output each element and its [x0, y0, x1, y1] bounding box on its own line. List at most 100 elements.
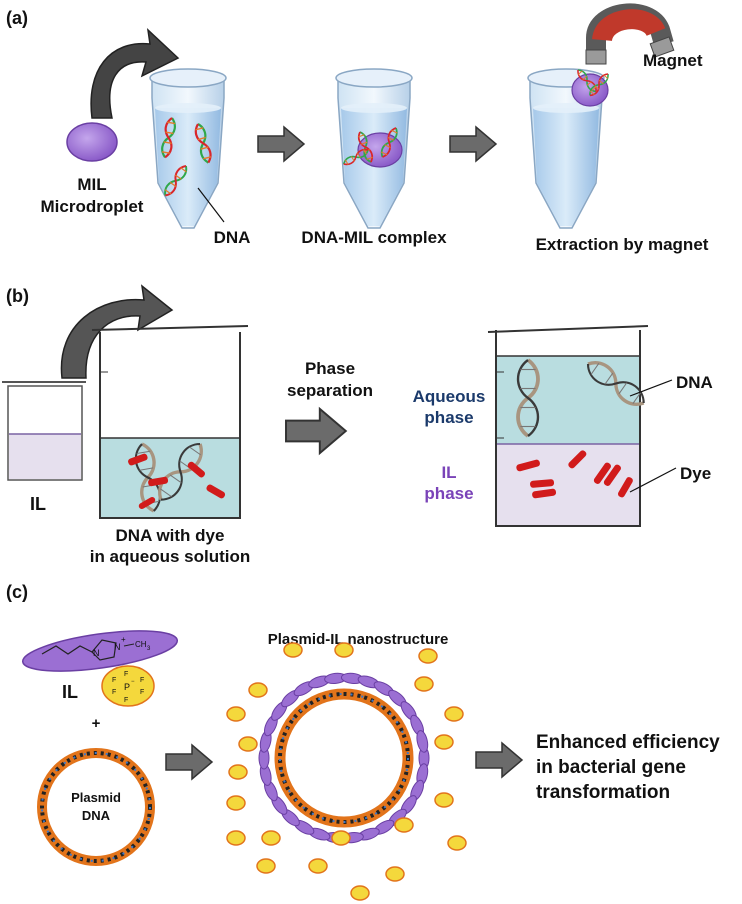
pf6-anion — [334, 642, 354, 658]
anion-f: F — [124, 697, 128, 704]
il-cation: N N + CH 3 — [21, 630, 179, 672]
separated-beaker — [487, 325, 651, 527]
anion-f: F — [140, 677, 144, 684]
phase-sep-line2: separation — [287, 381, 373, 400]
phase-sep-line1: Phase — [305, 359, 355, 378]
dye-label: Dye — [680, 464, 711, 483]
dye-molecule — [128, 453, 148, 466]
mix-label-line1: DNA with dye — [116, 526, 225, 545]
dna-pointer-line — [197, 187, 225, 223]
mix-beaker — [91, 325, 249, 519]
pf6-anion — [308, 858, 328, 874]
anion-f: F — [140, 689, 144, 696]
anion-f: F — [112, 677, 116, 684]
il-anion: P − F F F F F F — [101, 665, 155, 707]
tube-1 — [149, 68, 227, 229]
il-beaker — [2, 381, 86, 481]
panel-b: (b) IL DNA with dye in aqueous so — [2, 284, 713, 566]
curved-arrow-icon — [90, 28, 180, 119]
extraction-label: Extraction by magnet — [536, 235, 709, 254]
plasmid-label-line2: DNA — [82, 808, 111, 823]
mil-label-line2: Microdroplet — [41, 197, 144, 216]
cation-methyl-sub: 3 — [147, 646, 151, 652]
result-line2: in bacterial gene — [536, 757, 686, 778]
dye-molecule — [516, 459, 540, 472]
arrow-right-icon — [475, 742, 523, 778]
cation-charge: + — [121, 635, 126, 644]
panel-c: (c) N N + CH 3 P − F F F F F F IL + — [6, 582, 720, 901]
panel-b-label: (b) — [6, 286, 29, 306]
panel-c-label: (c) — [6, 582, 28, 602]
anion-f: F — [124, 671, 128, 678]
result-line3: transformation — [536, 782, 670, 803]
dna-label-a: DNA — [214, 228, 251, 247]
aqueous-label-line2: phase — [424, 408, 473, 427]
plasmid-label-line1: Plasmid — [71, 790, 121, 805]
pf6-anion — [226, 795, 246, 811]
arrow-right-icon — [165, 744, 213, 780]
dna-pointer-line — [629, 379, 673, 397]
il-phase-label-line1: IL — [441, 463, 456, 482]
il-cation-bound — [416, 730, 429, 753]
pf6-anion — [226, 830, 246, 846]
pf6-anion — [418, 648, 438, 664]
pf6-anion — [331, 830, 351, 846]
plus-sign: + — [92, 715, 101, 732]
anion-charge: − — [131, 679, 135, 685]
pf6-anion — [226, 706, 246, 722]
dye-molecule — [206, 484, 226, 499]
mil-microdroplet — [66, 122, 118, 162]
pf6-anion — [256, 858, 276, 874]
tube-2 — [335, 68, 413, 229]
dye-molecule — [530, 479, 555, 488]
arrow-right-icon — [285, 407, 347, 455]
nanostructure-label: Plasmid-IL nanostructure — [268, 631, 449, 648]
pf6-anion — [248, 682, 268, 698]
arrow-right-icon — [257, 126, 305, 162]
svg-text:N: N — [114, 642, 121, 652]
pf6-anion — [350, 885, 370, 901]
pf6-anion — [385, 866, 405, 882]
magnet-icon — [585, 3, 675, 65]
pf6-anion-cloud — [226, 642, 467, 901]
pf6-anion — [447, 835, 467, 851]
complex-label: DNA-MIL complex — [301, 228, 447, 247]
dye-molecule — [187, 461, 206, 478]
dye-molecule — [532, 488, 557, 499]
pf6-anion — [444, 706, 464, 722]
result-line1: Enhanced efficiency — [536, 732, 720, 753]
pf6-anion — [283, 642, 303, 658]
mil-label-line1: MIL — [77, 175, 106, 194]
dye-pointer-line — [629, 467, 677, 493]
panel-a-label: (a) — [6, 8, 28, 28]
curved-arrow-icon — [60, 284, 174, 379]
pf6-anion — [238, 736, 258, 752]
il-label-b: IL — [30, 494, 46, 514]
anion-f: F — [112, 689, 116, 696]
magnet-label: Magnet — [643, 51, 703, 70]
arrow-right-icon — [449, 126, 497, 162]
pf6-anion — [434, 792, 454, 808]
mix-label-line2: in aqueous solution — [90, 547, 251, 566]
dye-molecule — [618, 477, 633, 498]
panel-a: (a) MIL Microdroplet DNA DNA-MIL complex — [6, 3, 709, 254]
plasmid-ring — [37, 748, 155, 866]
il-label-c: IL — [62, 682, 78, 702]
pf6-anion — [261, 830, 281, 846]
dye-molecule — [603, 464, 621, 486]
anion-p: P — [124, 682, 130, 692]
svg-text:N: N — [93, 648, 100, 658]
dye-molecule — [568, 450, 587, 469]
pf6-anion — [228, 764, 248, 780]
aqueous-label-line1: Aqueous — [413, 387, 486, 406]
dye-molecule — [593, 462, 611, 484]
plasmid-il-nanostructure — [258, 672, 430, 844]
pf6-anion — [414, 676, 434, 692]
dye-molecule — [148, 476, 169, 487]
il-phase-label-line2: phase — [424, 484, 473, 503]
pf6-anion — [434, 734, 454, 750]
dye-molecule — [138, 497, 156, 509]
cation-methyl: CH — [135, 640, 147, 649]
dna-label-b: DNA — [676, 373, 713, 392]
